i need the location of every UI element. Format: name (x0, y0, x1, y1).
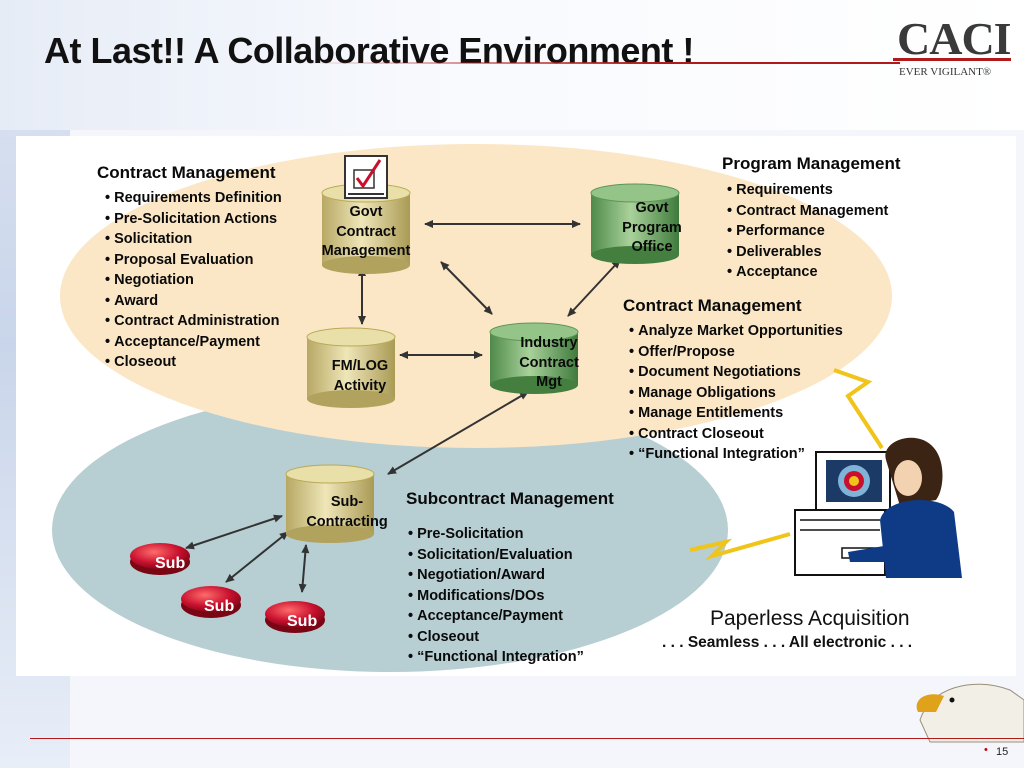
computer-user-illustration (794, 437, 962, 578)
list-item: Negotiation (105, 270, 282, 291)
logo-name: CACI (897, 13, 1012, 64)
node-label-line: Govt (349, 204, 383, 220)
industry-contract-node-label: Industry Contract Mgt (489, 334, 609, 393)
list-item: Performance (727, 221, 888, 242)
sub-disc-3 (265, 601, 325, 633)
logo-tagline: EVER VIGILANT® (899, 66, 992, 78)
connectors (185, 220, 621, 593)
list-item: Acceptance (727, 262, 888, 283)
list-item: Acceptance/Payment (105, 332, 282, 353)
subcontract-mgmt-list: Pre-Solicitation Solicitation/Evaluation… (408, 524, 584, 668)
link-subcontracting-sub2 (225, 531, 289, 583)
sub-label-3: Sub (287, 613, 318, 630)
list-item: Acceptance/Payment (408, 606, 584, 627)
node-label-line: Activity (333, 377, 387, 394)
list-item: Proposal Evaluation (105, 250, 282, 271)
node-label-line: Govt (635, 200, 669, 216)
fm-log-node-label: FM/LOG Activity (300, 357, 420, 396)
sub-disc-1 (130, 543, 190, 575)
list-item: “Functional Integration” (629, 444, 843, 465)
node-label-line: Industry (520, 335, 578, 351)
govt-program-node-label: Govt Program Office (592, 199, 712, 258)
list-item: Contract Closeout (629, 424, 843, 445)
title-underline (300, 62, 900, 64)
ballot-checkbox-icon (344, 155, 388, 199)
slide-background-top (0, 0, 1024, 130)
list-item: “Functional Integration” (408, 647, 584, 668)
page-number: 15 (996, 746, 1009, 758)
list-item: Pre-Solicitation (408, 524, 584, 545)
list-item: Requirements (727, 180, 888, 201)
cylinder-industry (489, 322, 579, 394)
link-govt-contract-industry (440, 261, 493, 315)
node-label-line: Contract (336, 223, 396, 240)
paperless-acquisition-caption: Paperless Acquisition (710, 607, 910, 630)
program-mgmt-heading: Program Management (722, 154, 901, 173)
govt-contract-mgmt-heading: Contract Management (97, 163, 276, 182)
node-label-line: Mgt (536, 374, 562, 390)
cylinder-govt-program (590, 183, 680, 264)
subcontract-mgmt-heading: Subcontract Management (406, 489, 614, 508)
govt-contract-node-label: Govt Contract Management (306, 203, 426, 262)
eagle-corner-icon (916, 683, 1024, 743)
logo-swoosh (893, 58, 1011, 61)
list-item: Solicitation/Evaluation (408, 545, 584, 566)
node-label-line: Sub- (330, 494, 364, 510)
footer-rule (30, 738, 1024, 739)
node-label-line: Office (631, 239, 673, 255)
list-item: Closeout (408, 627, 584, 648)
sub-disc-2 (181, 586, 241, 618)
govt-contract-mgmt-list: Requirements Definition Pre-Solicitation… (105, 188, 282, 373)
cylinder-sub-contracting (285, 464, 375, 543)
list-item: Negotiation/Award (408, 565, 584, 586)
seamless-tagline: . . . Seamless . . . All electronic . . … (662, 634, 913, 651)
list-item: Manage Obligations (629, 383, 843, 404)
list-item: Award (105, 291, 282, 312)
program-mgmt-list: Requirements Contract Management Perform… (727, 180, 888, 283)
cylinder-fm-log (306, 327, 396, 408)
list-item: Modifications/DOs (408, 586, 584, 607)
link-industry-sub-contracting (387, 391, 529, 475)
list-item: Contract Administration (105, 311, 282, 332)
sub-contracting-node-label: Sub- Contracting (287, 493, 407, 532)
slide-title: At Last!! A Collaborative Environment ! (44, 30, 694, 71)
list-item: Closeout (105, 352, 282, 373)
lightning-bolt-upper-icon (833, 368, 884, 450)
caci-logo: CACI EVER VIGILANT® (893, 14, 1013, 84)
node-label-line: Program (622, 219, 682, 236)
list-item: Document Negotiations (629, 362, 843, 383)
node-label-line: Management (321, 243, 411, 259)
list-item: Pre-Solicitation Actions (105, 209, 282, 230)
list-item: Analyze Market Opportunities (629, 321, 843, 342)
link-subcontracting-sub3 (298, 544, 310, 593)
industry-contract-mgmt-heading: Contract Management (623, 296, 802, 315)
node-label-line: FM/LOG (331, 358, 389, 374)
link-program-industry (567, 259, 621, 317)
industry-contract-mgmt-list: Analyze Market Opportunities Offer/Propo… (629, 321, 843, 465)
list-item: Requirements Definition (105, 188, 282, 209)
sub-label-2: Sub (204, 598, 235, 615)
lightning-bolt-lower-icon (689, 532, 791, 561)
list-item: Solicitation (105, 229, 282, 250)
list-item: Offer/Propose (629, 342, 843, 363)
list-item: Manage Entitlements (629, 403, 843, 424)
list-item: Contract Management (727, 201, 888, 222)
page-bullet-icon: • (984, 744, 988, 756)
sub-label-1: Sub (155, 555, 186, 572)
list-item: Deliverables (727, 242, 888, 263)
node-label-line: Contract (519, 354, 579, 371)
node-label-line: Contracting (306, 513, 388, 530)
